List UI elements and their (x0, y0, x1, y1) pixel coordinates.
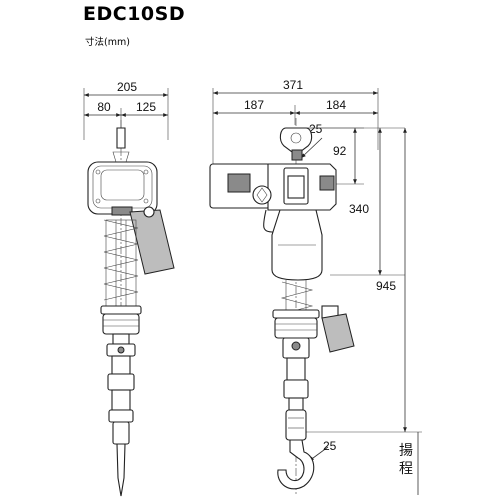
side-chain-bag (271, 209, 323, 281)
top-hook-opening-label: 25 (309, 122, 323, 136)
headroom-label: 945 (376, 279, 396, 293)
hook-offset-label: 92 (333, 144, 347, 158)
front-width-label: 205 (117, 80, 137, 94)
lift-label-char-2: 程 (399, 461, 413, 477)
bottom-hook (277, 409, 315, 490)
pendant-switch (321, 305, 355, 353)
front-chain-bag (129, 206, 175, 275)
front-housing (87, 161, 158, 216)
lift-label-char-1: 揚 (399, 442, 413, 459)
side-view: 371 187 184 25 92 340 945 揚 程 (209, 78, 422, 495)
front-view: 205 80 125 (83, 80, 175, 497)
unit-note: 寸法(mm) (85, 37, 130, 48)
front-right-offset-label: 125 (136, 100, 156, 114)
model-title: EDC10SD (83, 3, 186, 25)
front-dimensions: 205 80 125 (83, 80, 169, 140)
body-height-label: 340 (349, 202, 369, 216)
side-housing (209, 163, 337, 211)
side-width-label: 371 (283, 78, 303, 92)
front-left-offset-label: 80 (97, 100, 111, 114)
bottom-hook-opening-label: 25 (323, 439, 337, 453)
side-left-offset-label: 187 (244, 98, 264, 112)
front-chain (103, 219, 139, 309)
side-dimensions: 371 187 184 25 92 340 945 揚 程 (212, 78, 422, 495)
top-hook (279, 127, 313, 161)
side-right-offset-label: 184 (326, 98, 346, 112)
